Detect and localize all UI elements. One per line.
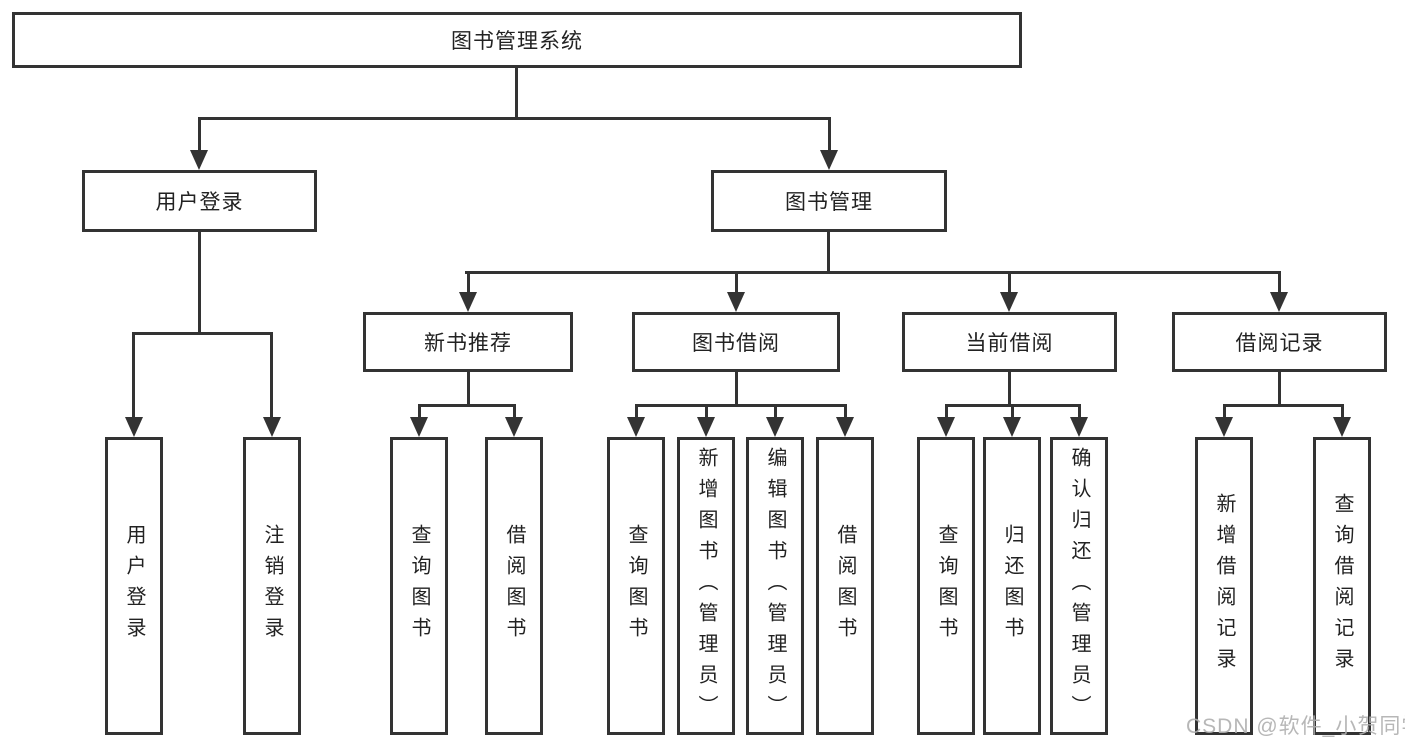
arrow-down-icon xyxy=(125,417,143,437)
leaf-label: 注销登录 xyxy=(261,524,283,648)
node-leaf-borrow-books-2: 借阅图书 xyxy=(816,437,874,735)
node-new-books: 新书推荐 xyxy=(363,312,573,372)
arrow-down-icon xyxy=(1333,417,1351,437)
connector-drop-leaf xyxy=(1223,404,1226,419)
leaf-label: 确认归还（管理员） xyxy=(1068,446,1090,726)
connector-drop-leaf xyxy=(635,404,638,419)
node-leaf-borrow-books-1: 借阅图书 xyxy=(485,437,543,735)
leaf-label: 新增借阅记录 xyxy=(1213,493,1235,679)
node-borrow-records: 借阅记录 xyxy=(1172,312,1387,372)
arrow-down-icon xyxy=(263,417,281,437)
connector-drop-leaf xyxy=(1011,404,1014,419)
arrow-down-icon xyxy=(1215,417,1233,437)
arrow-down-icon xyxy=(727,292,745,312)
node-leaf-query-borrow-record: 查询借阅记录 xyxy=(1313,437,1371,735)
leaf-label: 查询图书 xyxy=(935,524,957,648)
connector-borrow-records-rail xyxy=(1223,404,1344,407)
node-root: 图书管理系统 xyxy=(12,12,1022,68)
node-book-mgmt: 图书管理 xyxy=(711,170,947,232)
leaf-label: 查询借阅记录 xyxy=(1331,493,1353,679)
node-borrow-records-label: 借阅记录 xyxy=(1235,332,1324,355)
leaf-label: 新增图书（管理员） xyxy=(695,446,717,726)
arrow-down-icon xyxy=(1070,417,1088,437)
leaf-label: 借阅图书 xyxy=(834,524,856,648)
connector-drop-leaf xyxy=(1078,404,1081,419)
connector-level1-rail xyxy=(198,117,831,120)
connector-drop-user-login xyxy=(198,117,201,150)
connector-drop-leaf xyxy=(945,404,948,419)
connector-borrow-records-stem xyxy=(1278,370,1281,407)
node-leaf-confirm-return-admin: 确认归还（管理员） xyxy=(1050,437,1108,735)
arrow-down-icon xyxy=(766,417,784,437)
connector-drop-leaf xyxy=(705,404,708,419)
arrow-down-icon xyxy=(1000,292,1018,312)
node-book-borrow: 图书借阅 xyxy=(632,312,840,372)
leaf-label: 借阅图书 xyxy=(503,524,525,648)
connector-drop-new-books xyxy=(467,271,470,292)
connector-login-rail xyxy=(132,332,273,335)
node-current-borrow-label: 当前借阅 xyxy=(965,332,1054,355)
node-root-label: 图书管理系统 xyxy=(451,30,583,53)
arrow-down-icon xyxy=(505,417,523,437)
connector-drop-book-borrow xyxy=(735,271,738,292)
node-leaf-logout: 注销登录 xyxy=(243,437,301,735)
arrow-down-icon xyxy=(1003,417,1021,437)
leaf-label: 编辑图书（管理员） xyxy=(764,446,786,726)
leaf-label: 用户登录 xyxy=(123,524,145,648)
arrow-down-icon xyxy=(459,292,477,312)
node-leaf-query-books-1: 查询图书 xyxy=(390,437,448,735)
connector-user-login-stem xyxy=(198,229,201,335)
node-new-books-label: 新书推荐 xyxy=(424,332,512,355)
connector-drop-leaf xyxy=(418,404,421,419)
node-current-borrow: 当前借阅 xyxy=(902,312,1117,372)
arrow-down-icon xyxy=(190,150,208,170)
node-leaf-edit-books-admin: 编辑图书（管理员） xyxy=(746,437,804,735)
arrow-down-icon xyxy=(627,417,645,437)
connector-new-books-rail xyxy=(418,404,516,407)
csdn-watermark: CSDN @软件_小贺同学 xyxy=(1186,715,1405,738)
connector-current-borrow-stem xyxy=(1008,370,1011,407)
arrow-down-icon xyxy=(937,417,955,437)
node-book-borrow-label: 图书借阅 xyxy=(692,332,780,355)
connector-level2-rail xyxy=(465,271,1281,274)
node-leaf-query-books-2: 查询图书 xyxy=(607,437,665,735)
connector-drop-login-leaf1 xyxy=(132,332,135,417)
node-leaf-add-borrow-record: 新增借阅记录 xyxy=(1195,437,1253,735)
arrow-down-icon xyxy=(1270,292,1288,312)
node-leaf-query-books-3: 查询图书 xyxy=(917,437,975,735)
connector-drop-borrow-records xyxy=(1278,271,1281,292)
leaf-label: 归还图书 xyxy=(1001,524,1023,648)
arrow-down-icon xyxy=(836,417,854,437)
node-leaf-add-books-admin: 新增图书（管理员） xyxy=(677,437,735,735)
connector-drop-leaf xyxy=(844,404,847,419)
arrow-down-icon xyxy=(820,150,838,170)
node-leaf-return-books: 归还图书 xyxy=(983,437,1041,735)
connector-drop-leaf xyxy=(1341,404,1344,419)
node-user-login: 用户登录 xyxy=(82,170,317,232)
connector-drop-book-mgmt xyxy=(828,117,831,150)
connector-drop-current-borrow xyxy=(1008,271,1011,292)
arrow-down-icon xyxy=(697,417,715,437)
connector-book-borrow-stem xyxy=(735,370,738,407)
node-leaf-user-login: 用户登录 xyxy=(105,437,163,735)
connector-drop-leaf xyxy=(774,404,777,419)
leaf-label: 查询图书 xyxy=(408,524,430,648)
connector-drop-login-leaf2 xyxy=(270,332,273,417)
connector-book-borrow-rail xyxy=(635,404,847,407)
node-book-mgmt-label: 图书管理 xyxy=(785,191,873,214)
connector-book-mgmt-stem xyxy=(827,229,830,274)
connector-root-stem xyxy=(515,66,518,120)
connector-drop-leaf xyxy=(513,404,516,419)
node-user-login-label: 用户登录 xyxy=(155,191,244,214)
arrow-down-icon xyxy=(410,417,428,437)
connector-new-books-stem xyxy=(467,370,470,407)
leaf-label: 查询图书 xyxy=(625,524,647,648)
